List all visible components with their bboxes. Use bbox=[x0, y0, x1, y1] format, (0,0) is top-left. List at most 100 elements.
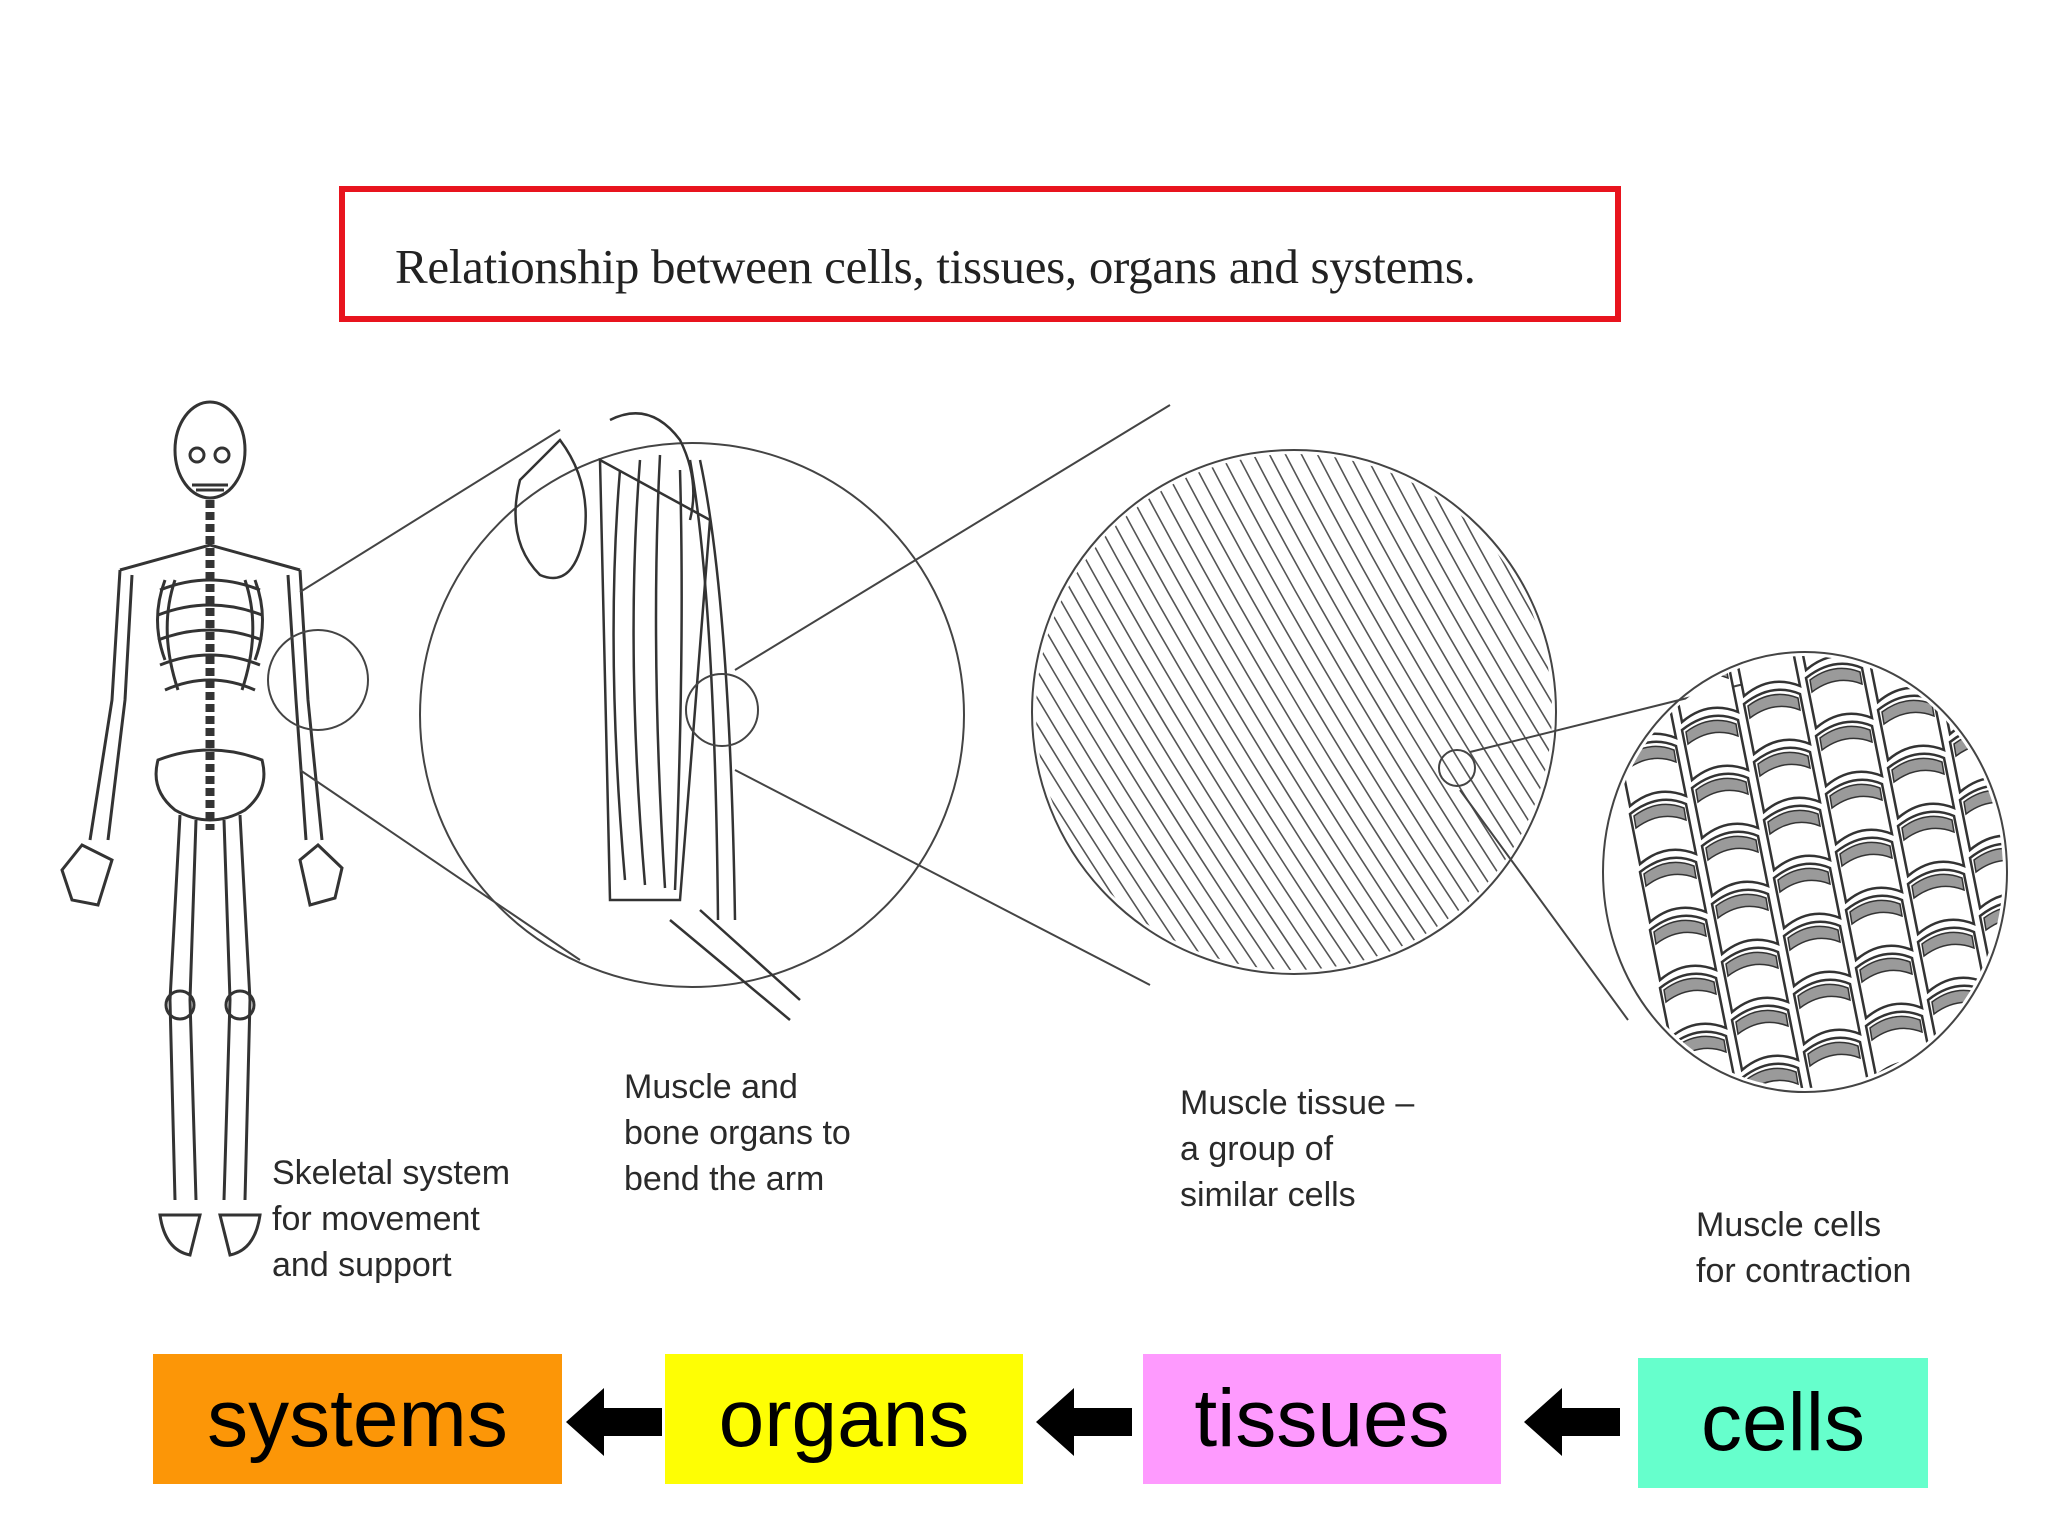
muscle-cell bbox=[1928, 656, 1998, 679]
organ-view-circle bbox=[419, 442, 965, 988]
level-tissues-label: tissues bbox=[1194, 1373, 1450, 1464]
tissue-view-circle bbox=[1031, 449, 1557, 975]
muscle-cell-striation bbox=[1777, 867, 1831, 894]
muscle-cell bbox=[1858, 580, 1924, 644]
muscle-cell bbox=[1680, 1090, 1746, 1154]
muscle-cell bbox=[1938, 668, 2003, 737]
caption-skeletal-system: Skeletal system for movement and support bbox=[272, 1154, 511, 1284]
muscle-fiber-line bbox=[1085, 454, 1417, 970]
muscle-fiber-line bbox=[1036, 454, 1209, 970]
muscle-fiber-line bbox=[670, 440, 1000, 990]
muscle-cell-striation bbox=[1881, 699, 1935, 726]
level-tissues-box: tissues bbox=[1143, 1354, 1501, 1484]
muscle-fiber-line bbox=[1036, 454, 1081, 970]
muscle-cell-striation bbox=[1643, 861, 1697, 888]
muscle-fiber-line bbox=[1133, 454, 1465, 970]
muscle-cell-striation bbox=[1663, 977, 1717, 1004]
muscle-cell-striation bbox=[1901, 815, 1955, 842]
muscle-fiber-line bbox=[1373, 454, 1552, 970]
muscle-cell-striation bbox=[1852, 526, 1904, 550]
muscle-cell-striation bbox=[1684, 1094, 1736, 1118]
level-organs-box: organs bbox=[665, 1354, 1023, 1484]
muscle-fiber-line bbox=[1101, 454, 1433, 970]
muscle-cell bbox=[1948, 726, 2003, 795]
muscle-cell-striation bbox=[1993, 963, 2003, 990]
muscle-cell bbox=[1670, 656, 1740, 725]
muscle-cell-striation bbox=[1797, 983, 1851, 1010]
muscle-cell-striation bbox=[1715, 893, 1769, 920]
muscle-cell bbox=[1978, 900, 2003, 969]
muscle-cell-striation bbox=[1800, 610, 1852, 634]
muscle-cell-striation bbox=[1790, 552, 1842, 576]
muscle-fiber-line bbox=[1036, 454, 1305, 970]
muscle-cell-striation bbox=[1924, 558, 1976, 582]
muscle-cell bbox=[1608, 682, 1678, 751]
muscle-cell bbox=[1794, 656, 1864, 673]
muscle-cell-striation bbox=[1871, 656, 1925, 668]
muscle-fiber-line bbox=[702, 440, 1032, 990]
muscle-cell-striation bbox=[1829, 783, 1883, 810]
muscle-cell bbox=[1607, 656, 1668, 693]
muscle-cell-striation bbox=[1695, 777, 1749, 804]
level-systems-label: systems bbox=[207, 1373, 508, 1464]
muscle-cell-striation bbox=[1685, 719, 1739, 746]
muscle-fiber-line bbox=[1036, 454, 1065, 970]
muscle-cell bbox=[1958, 784, 2003, 853]
muscle-cell bbox=[1866, 656, 1936, 705]
muscle-cells-grid bbox=[1607, 470, 2048, 1154]
muscle-cell bbox=[1988, 958, 2003, 1027]
muscle-fiber-line bbox=[1036, 454, 1257, 970]
arrow-left-icon bbox=[566, 1388, 662, 1456]
muscle-fiber-line bbox=[1341, 454, 1552, 970]
muscle-fiber-line bbox=[1036, 454, 1273, 970]
diagram-title: Relationship between cells, tissues, org… bbox=[395, 239, 1476, 294]
muscle-fiber-line bbox=[1036, 454, 1289, 970]
muscle-cell bbox=[1848, 522, 1914, 586]
muscle-cell-striation bbox=[1849, 899, 1903, 926]
caption-muscle-cells: Muscle cells for contraction bbox=[1696, 1206, 1912, 1290]
muscle-cell bbox=[1972, 470, 2038, 534]
muscle-cell-striation bbox=[1943, 673, 1997, 700]
muscle-cell-striation bbox=[1747, 693, 1801, 720]
muscle-cell-striation bbox=[1869, 1015, 1923, 1042]
muscle-cell bbox=[2022, 760, 2048, 824]
arrow-left-icon bbox=[1036, 1388, 1132, 1456]
level-cells-label: cells bbox=[1700, 1377, 1866, 1468]
muscle-fiber-line bbox=[654, 440, 984, 990]
muscle-cell-striation bbox=[1976, 474, 2028, 498]
muscle-fiber-line bbox=[1293, 454, 1552, 970]
muscle-cell bbox=[2032, 818, 2048, 882]
muscle-cell-striation bbox=[1819, 725, 1873, 752]
muscle-cell-striation bbox=[2016, 706, 2048, 730]
muscle-cell bbox=[1732, 656, 1802, 699]
muscle-cell-striation bbox=[1963, 789, 2003, 816]
muscle-cell bbox=[1920, 554, 1986, 618]
muscle-cell-striation bbox=[2006, 648, 2048, 672]
skeleton-illustration bbox=[60, 400, 344, 1257]
muscle-cell-striation bbox=[1725, 951, 1779, 978]
muscle-fiber-line bbox=[1149, 454, 1481, 970]
muscle-cell-striation bbox=[1914, 500, 1966, 524]
muscle-cell-striation bbox=[1735, 1009, 1789, 1036]
muscle-cell-striation bbox=[1787, 925, 1841, 952]
muscle-cell-striation bbox=[1921, 931, 1975, 958]
muscle-fiber-line bbox=[1036, 454, 1321, 970]
muscle-fiber-line bbox=[1389, 454, 1552, 970]
muscle-cell-striation bbox=[1986, 532, 2038, 556]
muscle-cell-striation bbox=[1767, 809, 1821, 836]
muscle-cell bbox=[1992, 586, 2048, 650]
muscle-cell-striation bbox=[2036, 822, 2048, 846]
muscle-cell-striation bbox=[1809, 667, 1863, 694]
muscle-cell bbox=[1968, 842, 2003, 911]
muscle-cell bbox=[2042, 876, 2048, 940]
muscle-fiber-line bbox=[1325, 454, 1552, 970]
muscle-cell-striation bbox=[1807, 1041, 1861, 1068]
arm-muscle-illustration bbox=[514, 412, 801, 1021]
muscle-fiber-line bbox=[1309, 454, 1552, 970]
muscle-fiber-line bbox=[1421, 454, 1552, 970]
level-systems-box: systems bbox=[153, 1354, 562, 1484]
arrow-left-icon bbox=[1524, 1388, 1620, 1456]
muscle-fiber-line bbox=[1165, 454, 1497, 970]
muscle-cell bbox=[2012, 702, 2048, 766]
